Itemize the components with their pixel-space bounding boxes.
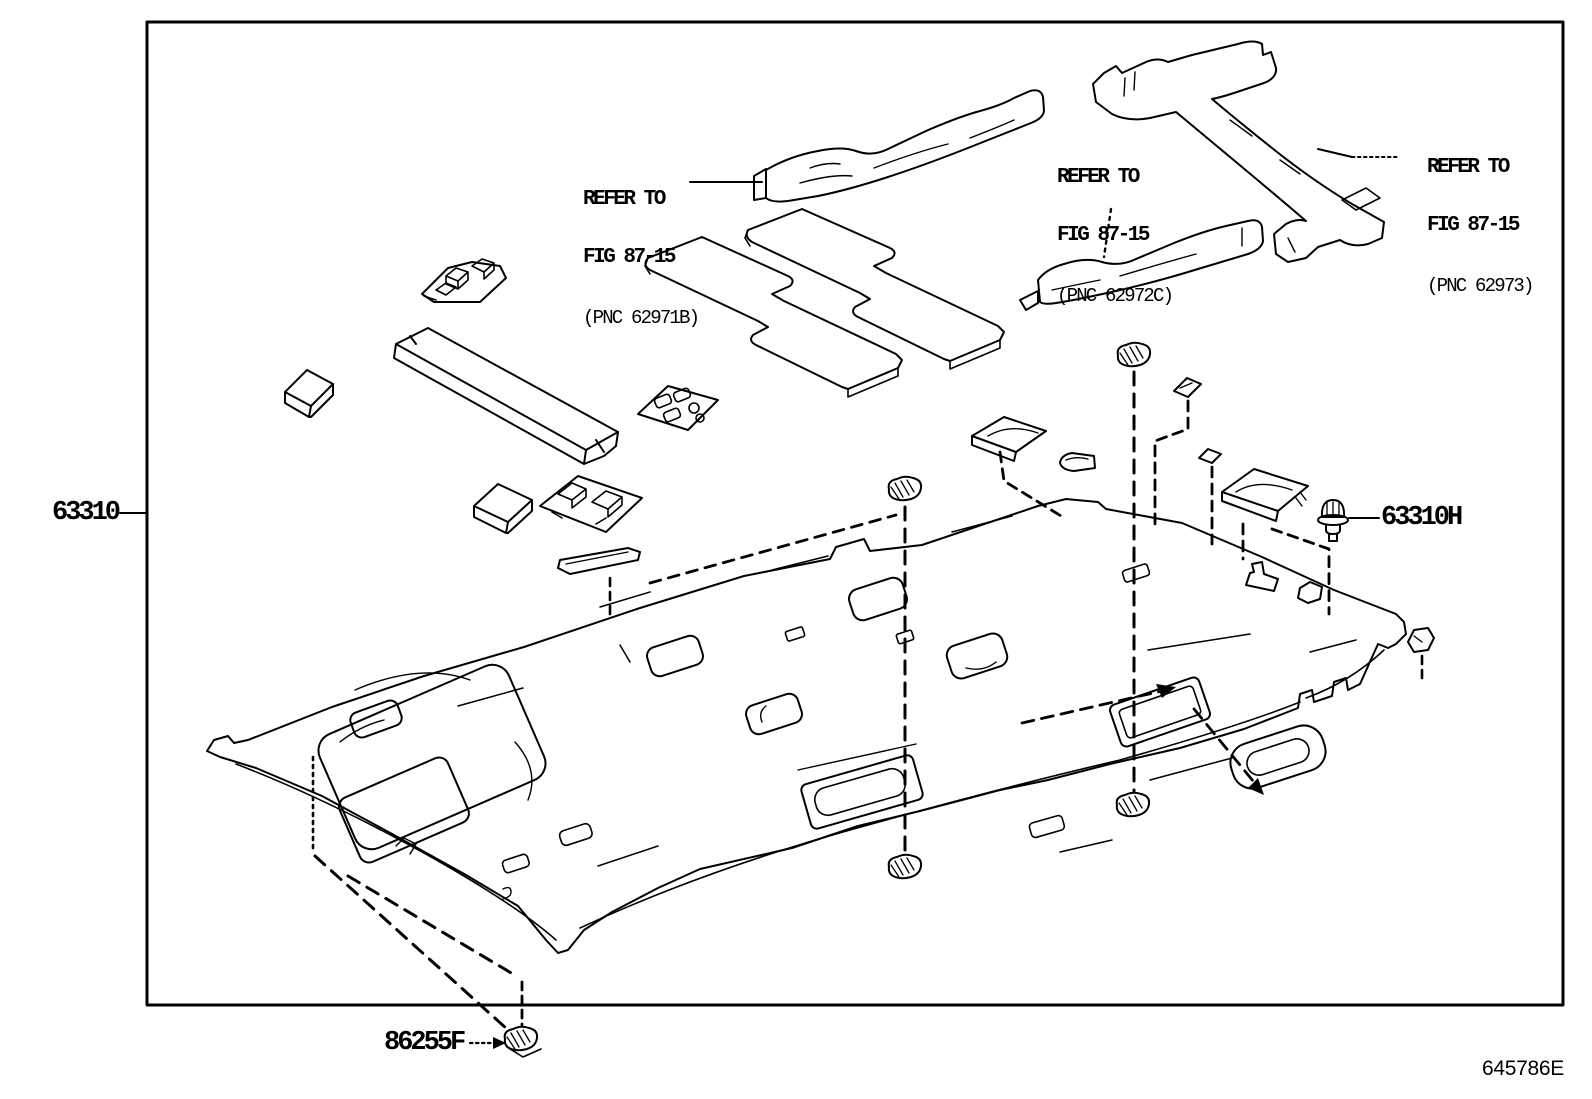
callout-63310[interactable]: 63310 <box>52 498 121 528</box>
small-box-center <box>474 484 532 533</box>
roof-duct-middle <box>1020 220 1263 310</box>
small-bracket <box>1298 582 1322 603</box>
tiny-clip <box>1199 449 1221 463</box>
corner-clip <box>1408 628 1434 652</box>
wedge-clip <box>1174 378 1201 397</box>
reference-line: REFER TO <box>583 188 666 211</box>
roof-duct-front <box>754 90 1044 201</box>
retainer-clip-top-center <box>889 477 921 501</box>
callout-86255f[interactable]: 86255F <box>384 1028 466 1058</box>
t-bracket <box>1246 562 1278 591</box>
reference-note-62971b[interactable]: REFER TO FIG 87-15 (PNC 62971B) <box>583 153 700 347</box>
switch-panel <box>422 259 506 302</box>
overhead-console-plate <box>638 386 718 430</box>
retainer-clip-86255f <box>505 1027 541 1057</box>
reference-note-62972c[interactable]: REFER TO FIG 87-15 (PNC 62972C) <box>1057 131 1174 325</box>
headliner-panel <box>207 499 1406 953</box>
reference-line: FIG 87-15 <box>1057 224 1150 247</box>
reference-note-62973[interactable]: REFER TO FIG 87-15 (PNC 62973) <box>1427 121 1534 315</box>
small-box-left <box>285 370 333 417</box>
bracket-assembly <box>540 476 642 532</box>
retainer-clip-bottom-center <box>889 855 921 879</box>
roof-duct-rear <box>1093 42 1384 263</box>
callout-leader-lines <box>120 149 1400 1049</box>
silencer-pad-left <box>645 237 902 397</box>
assembly-dashed-lines <box>313 372 1422 1029</box>
retainer-clip-bottom-right <box>1117 793 1149 817</box>
rear-console-housing <box>1222 469 1308 521</box>
reference-line: FIG 87-15 <box>1427 214 1520 237</box>
trim-strip <box>558 548 640 574</box>
reference-line: REFER TO <box>1427 156 1510 179</box>
retainer-clip-top-right <box>1118 343 1150 367</box>
reference-pnc: (PNC 62972C) <box>1057 285 1174 307</box>
push-pin-63310h <box>1318 500 1348 541</box>
reference-line: REFER TO <box>1057 166 1140 189</box>
reference-pnc: (PNC 62971B) <box>583 307 700 329</box>
figure-code: 645786E <box>1482 1057 1564 1080</box>
callout-63310h[interactable]: 63310H <box>1381 503 1463 533</box>
reference-line: FIG 87-15 <box>583 246 676 269</box>
silencer-pad-right <box>745 209 1004 369</box>
rear-lamp-box <box>972 417 1046 461</box>
lens-piece <box>1060 453 1095 471</box>
reference-pnc: (PNC 62973) <box>1427 275 1534 297</box>
vent-ring-trim <box>1225 720 1331 793</box>
roof-rail-garnish <box>394 328 618 464</box>
